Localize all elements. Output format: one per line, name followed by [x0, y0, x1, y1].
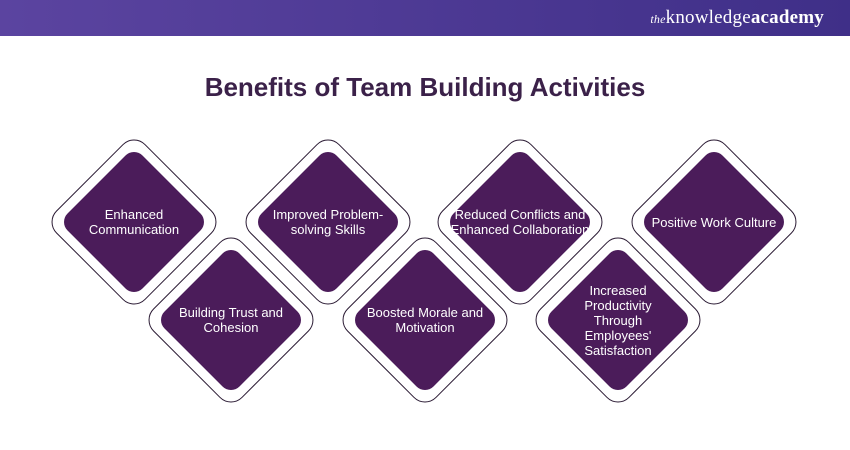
- logo-prefix: the: [650, 12, 666, 26]
- logo-main: knowledge: [665, 7, 751, 28]
- benefit-problem-solving: Improved Problem-solving Skills: [238, 132, 418, 312]
- benefit-reduced-conflicts: Reduced Conflicts and Enhanced Collabora…: [430, 132, 610, 312]
- page-title: Benefits of Team Building Activities: [204, 72, 646, 102]
- benefit-label: Reduced Conflicts and Enhanced Collabora…: [450, 207, 590, 237]
- benefit-label: Positive Work Culture: [651, 214, 777, 230]
- benefit-trust-cohesion: Building Trust and Cohesion: [141, 230, 321, 410]
- benefit-enhanced-communication: Enhanced Communication: [44, 132, 224, 312]
- benefit-morale-motivation: Boosted Morale and Motivation: [335, 230, 515, 410]
- benefit-label: Enhanced Communication: [88, 207, 180, 237]
- benefit-label: Increased Productivity Through Employees…: [584, 282, 652, 358]
- logo-bold: academy: [750, 7, 824, 28]
- benefit-positive-culture: Positive Work Culture: [624, 132, 804, 312]
- header-bar: theknowledgeacademy: [0, 0, 850, 36]
- benefit-productivity: Increased Productivity Through Employees…: [528, 230, 708, 410]
- benefit-label: Improved Problem-solving Skills: [272, 207, 384, 237]
- knowledge-academy-logo: theknowledgeacademy: [650, 7, 824, 29]
- benefit-label: Building Trust and Cohesion: [178, 305, 284, 335]
- benefit-label: Boosted Morale and Motivation: [366, 305, 484, 335]
